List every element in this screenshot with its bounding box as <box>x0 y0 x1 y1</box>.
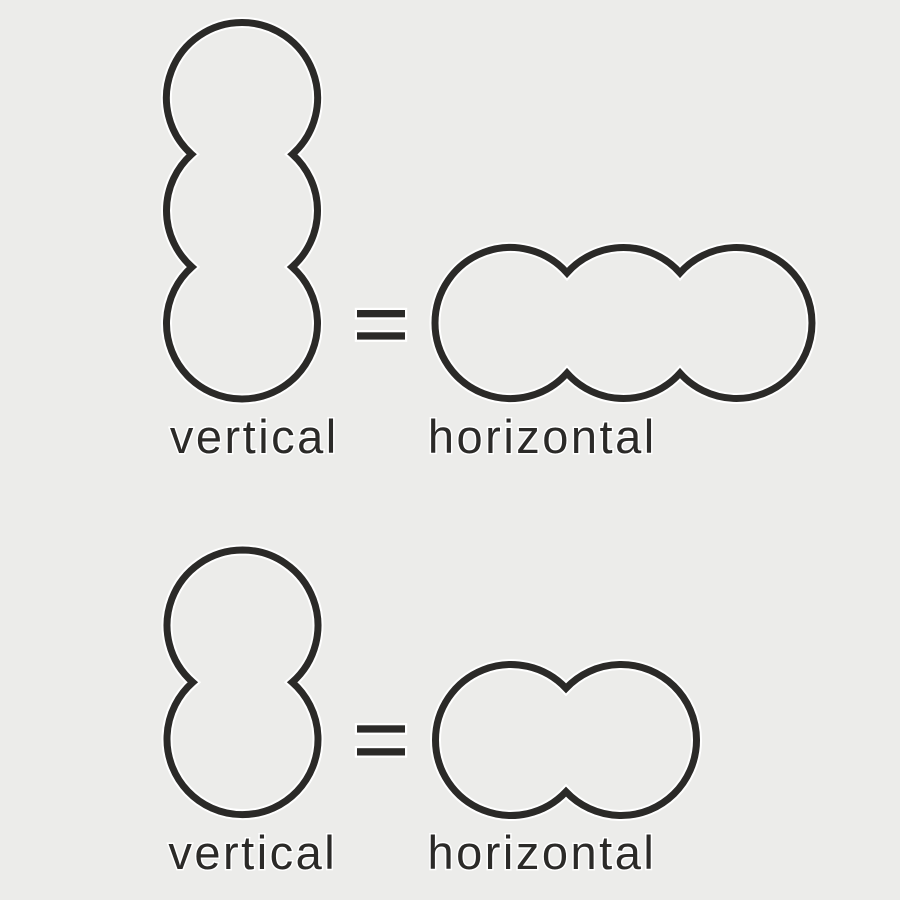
svg-text:vertical: vertical <box>170 410 339 463</box>
svg-text:horizontal: horizontal <box>428 410 657 463</box>
svg-text:vertical: vertical <box>168 826 337 879</box>
svg-text:horizontal: horizontal <box>428 826 657 879</box>
